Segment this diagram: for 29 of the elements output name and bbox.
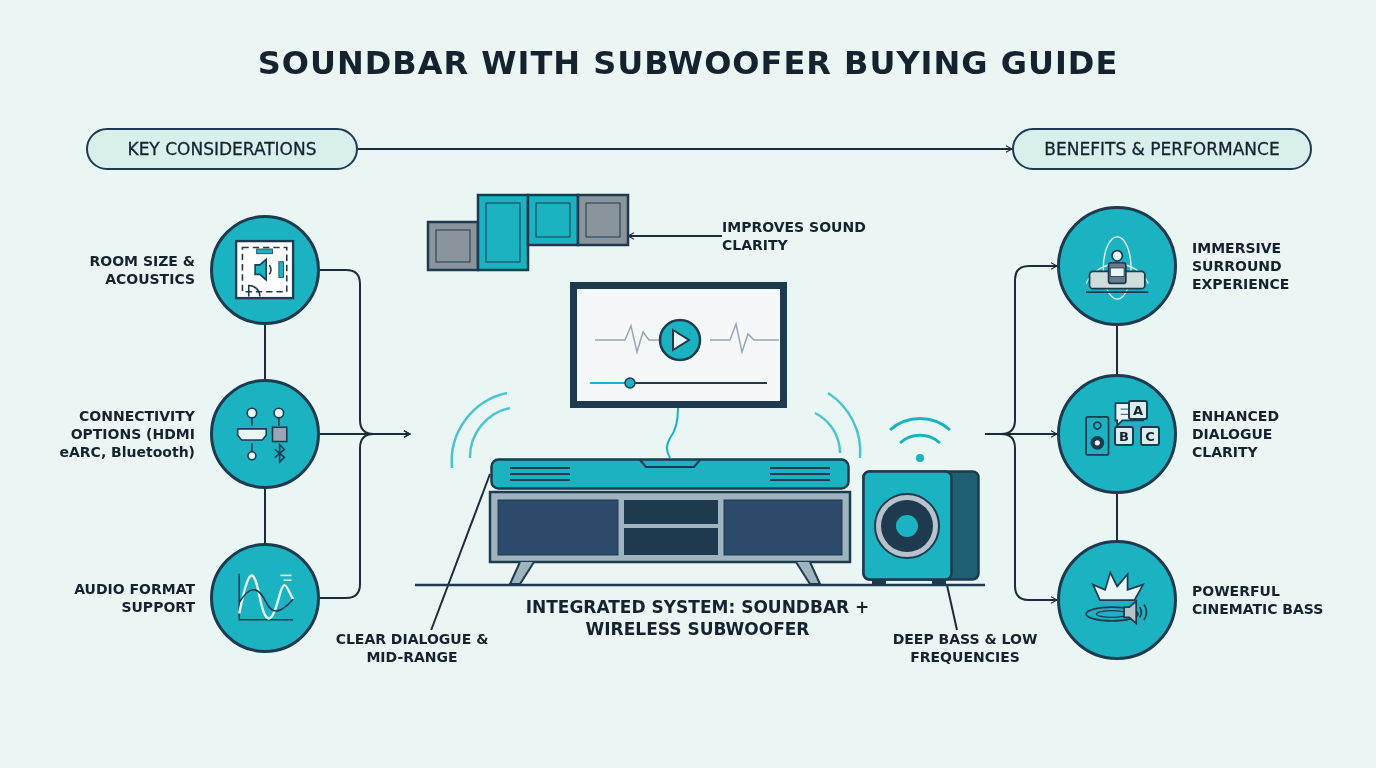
leader-line xyxy=(430,473,491,631)
letter-tile: B xyxy=(1114,426,1134,446)
arrow xyxy=(319,430,411,599)
system-caption: INTEGRATED SYSTEM: SOUNDBAR + WIRELESS SUBWOOFER xyxy=(524,596,871,640)
leader-line xyxy=(945,584,958,631)
topic-label: CONNECTIVITY OPTIONS (HDMI eARC, Bluetooth) xyxy=(58,407,195,461)
section-pill: KEY CONSIDERATIONS xyxy=(86,128,358,170)
soundbar-drawing xyxy=(490,458,850,490)
section-pill: BENEFITS & PERFORMANCE xyxy=(1012,128,1312,170)
benefit-label: ENHANCED DIALOGUE CLARITY xyxy=(1192,407,1280,461)
benefit-label: POWERFUL CINEMATIC BASS xyxy=(1192,582,1325,618)
connector-line xyxy=(1116,325,1118,375)
callout-text: IMPROVES SOUND CLARITY xyxy=(722,218,872,254)
topic-label: ROOM SIZE & ACOUSTICS xyxy=(88,252,195,288)
benefit-label: IMMERSIVE SURROUND EXPERIENCE xyxy=(1192,239,1291,293)
connector-line xyxy=(264,324,266,380)
connector-line xyxy=(1116,493,1118,541)
leader-line xyxy=(627,232,723,240)
letter-tile: C xyxy=(1140,426,1160,446)
arrow xyxy=(357,145,1013,153)
connector-line xyxy=(264,488,266,544)
title-heading: SOUNDBAR WITH SUBWOOFER BUYING GUIDE xyxy=(256,44,1120,82)
callout-text: DEEP BASS & LOW FREQUENCIES xyxy=(885,630,1045,666)
topic-label: AUDIO FORMAT SUPPORT xyxy=(73,580,195,616)
callout-text: CLEAR DIALOGUE & MID-RANGE xyxy=(332,630,492,666)
acoustic-panel-drawing xyxy=(428,195,628,270)
letter-tile: A xyxy=(1128,400,1148,420)
subwoofer-drawing xyxy=(862,470,980,585)
arrow xyxy=(984,433,1058,604)
